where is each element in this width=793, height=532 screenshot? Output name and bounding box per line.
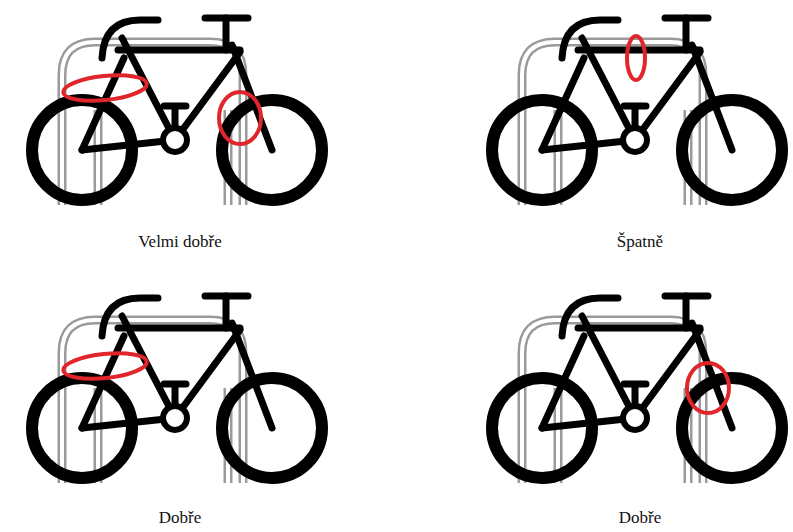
bike-rack — [62, 42, 243, 205]
lock — [687, 363, 729, 413]
panel — [32, 296, 322, 483]
bike-rack — [62, 320, 243, 483]
panel-caption: Dobře — [490, 508, 790, 528]
panel — [492, 18, 782, 205]
bike-rack — [522, 42, 703, 205]
bicycle-symbol — [32, 296, 322, 478]
bicycle-symbol — [492, 296, 782, 478]
panel-caption: Špatně — [490, 232, 790, 252]
bicycle-symbol — [492, 18, 782, 200]
panel — [492, 296, 782, 483]
lock — [62, 72, 148, 105]
lock — [219, 92, 261, 144]
bike-rack — [522, 320, 703, 483]
panel-caption: Velmi dobře — [30, 232, 330, 252]
lock — [62, 350, 148, 383]
panel — [32, 18, 322, 205]
panel-caption: Dobře — [30, 508, 330, 528]
bicycle-symbol — [32, 18, 322, 200]
lock — [627, 36, 645, 80]
